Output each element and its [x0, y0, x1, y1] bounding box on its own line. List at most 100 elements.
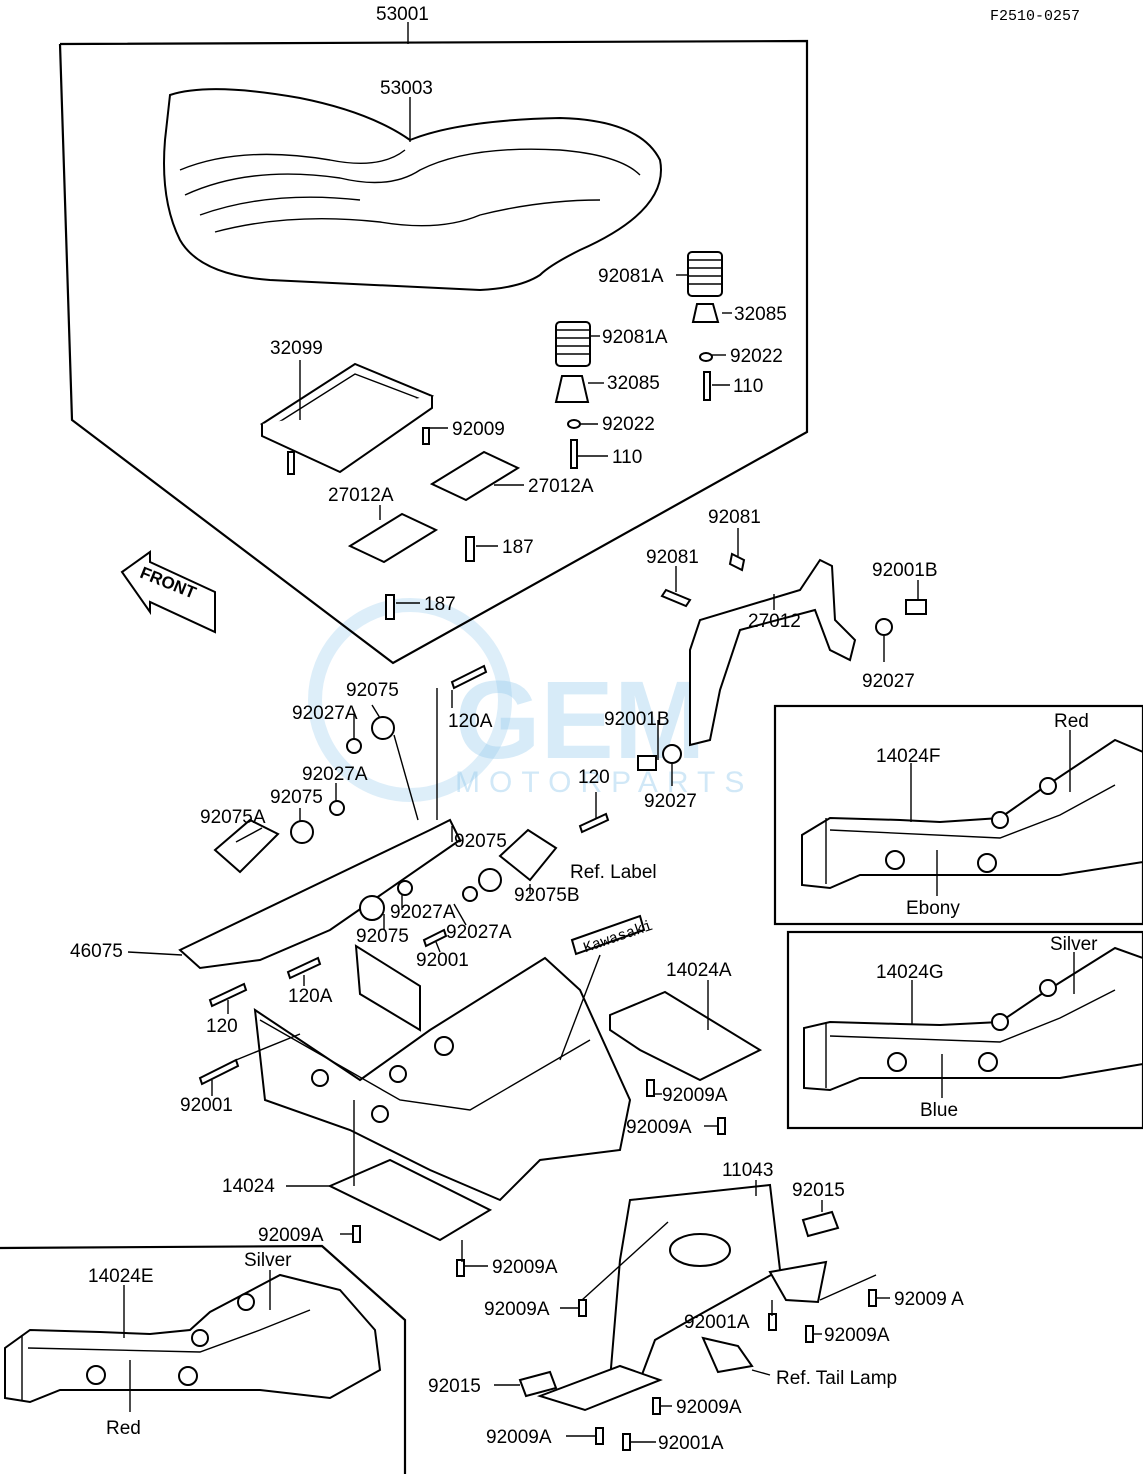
ref-tail-lamp-mount	[701, 1336, 754, 1374]
nut-92015-lower	[518, 1370, 558, 1398]
callout-187: 187	[424, 594, 456, 615]
variant-e-part: 14024E	[88, 1266, 154, 1287]
callout-92015: 92015	[428, 1376, 481, 1397]
nut-92015-upper	[801, 1210, 840, 1238]
variant-f-top-color: Red	[1054, 711, 1089, 732]
callout-92075: 92075	[346, 680, 399, 701]
bracket-27012	[689, 558, 857, 747]
callout-92009A: 92009 A	[894, 1289, 964, 1310]
callout-92027A: 92027A	[292, 703, 358, 724]
watermark-brand: GEM	[455, 659, 706, 782]
ref-tail-lamp-callout: Ref. Tail Lamp	[776, 1368, 897, 1389]
bolt-187-lower	[385, 594, 395, 620]
bolt-120A-lower	[286, 956, 322, 980]
spring-set-left	[554, 321, 591, 469]
callout-92009A: 92009A	[824, 1325, 890, 1346]
variant-f-bottom-color: Ebony	[906, 898, 960, 919]
callout-92001: 92001	[416, 950, 469, 971]
callout-92009A: 92009A	[662, 1085, 728, 1106]
callout-92009A: 92009A	[626, 1117, 692, 1138]
tail-cover	[253, 956, 632, 1202]
bolt-120A-upper	[450, 664, 488, 690]
callout-92027: 92027	[644, 791, 697, 812]
tray-32099	[259, 362, 435, 475]
bolt-92001B-lower	[637, 755, 657, 771]
callout-92009A: 92009A	[486, 1427, 552, 1448]
front-arrow-icon: FRONT	[120, 550, 216, 634]
callout-92022: 92022	[602, 414, 655, 435]
variant-g-bottom-color: Blue	[920, 1100, 958, 1121]
washer-92027-lower	[662, 744, 682, 764]
leader-lines	[127, 274, 919, 1443]
callout-92009A: 92009A	[484, 1299, 550, 1320]
bracket-27012A-upper	[429, 450, 521, 502]
callout-labels: 53001 53003 92081A 32085 92022 110 92081…	[70, 4, 964, 1454]
callout-110: 110	[733, 376, 763, 397]
callout-14024A: 14024A	[666, 960, 732, 981]
bush-92075-d	[359, 895, 385, 921]
callout-27012: 27012	[748, 611, 801, 632]
callout-92081: 92081	[646, 547, 699, 568]
variant-g-top-color: Silver	[1050, 934, 1098, 955]
callout-110: 110	[612, 447, 642, 468]
bolt-92009	[422, 427, 430, 445]
ref-label-callout: Ref. Label	[570, 862, 657, 883]
bracket-11043	[608, 1183, 782, 1381]
watermark-sub: MOTORPARTS	[455, 766, 753, 799]
callout-92027A: 92027A	[302, 764, 368, 785]
collar-92027A-d	[397, 880, 413, 896]
callout-92015: 92015	[792, 1180, 845, 1201]
callout-27012A: 27012A	[528, 476, 594, 497]
spring-92081-upper	[728, 552, 746, 572]
bolt-120-upper	[578, 812, 610, 834]
variant-e-top-color: Silver	[244, 1250, 292, 1271]
callout-27012A: 27012A	[328, 485, 394, 506]
variant-box-14024E: 14024E Silver Red	[0, 1244, 407, 1474]
side-cover-14024A	[609, 990, 763, 1082]
tail-cover-inner-box	[354, 944, 421, 1032]
callout-92027: 92027	[862, 671, 915, 692]
bracket-base	[536, 1364, 663, 1412]
callout-92081A: 92081A	[602, 327, 668, 348]
callout-92009: 92009	[452, 419, 505, 440]
variant-e-bottom-color: Red	[106, 1418, 141, 1439]
callout-11043: 11043	[722, 1160, 773, 1181]
callout-92027A: 92027A	[446, 922, 512, 943]
callout-53003: 53003	[380, 78, 433, 99]
callout-92022: 92022	[730, 346, 783, 367]
variant-box-14024F: 14024F Red Ebony	[773, 704, 1143, 926]
seat	[163, 88, 662, 292]
variant-box-14024G: 14024G Silver Blue	[786, 930, 1143, 1130]
callout-92075: 92075	[356, 926, 409, 947]
seat-assembly-boundary	[58, 39, 809, 665]
variant-g-part: 14024G	[876, 962, 944, 983]
callout-92075B: 92075B	[514, 885, 580, 906]
bracket-27012A-lower	[347, 512, 439, 564]
bracket-tab	[768, 1260, 828, 1304]
rail-46075	[178, 818, 462, 970]
callout-92001B: 92001B	[604, 709, 670, 730]
callout-120: 120	[206, 1016, 238, 1037]
side-cover-14024	[327, 1158, 493, 1242]
document-code: F2510-0257	[990, 8, 1080, 25]
grip-92075A	[213, 818, 280, 874]
callout-120A: 120A	[288, 986, 333, 1007]
callout-92001: 92001	[180, 1095, 233, 1116]
bush-92075-c	[478, 868, 502, 892]
callout-14024: 14024	[222, 1176, 275, 1197]
callout-92009A: 92009A	[258, 1225, 324, 1246]
watermark-globe-icon	[308, 598, 512, 802]
callout-53001: 53001	[376, 4, 429, 25]
grip-92075B	[498, 828, 558, 882]
callout-92075: 92075	[270, 787, 323, 808]
callout-32085: 32085	[607, 373, 660, 394]
spring-set-right	[687, 251, 723, 401]
collar-92027A-c	[462, 886, 478, 902]
collar-92027A-b	[329, 800, 345, 816]
callout-92009A: 92009A	[492, 1257, 558, 1278]
callout-32085: 32085	[734, 304, 787, 325]
callout-92009A: 92009A	[676, 1397, 742, 1418]
bolt-187-upper	[465, 536, 475, 562]
